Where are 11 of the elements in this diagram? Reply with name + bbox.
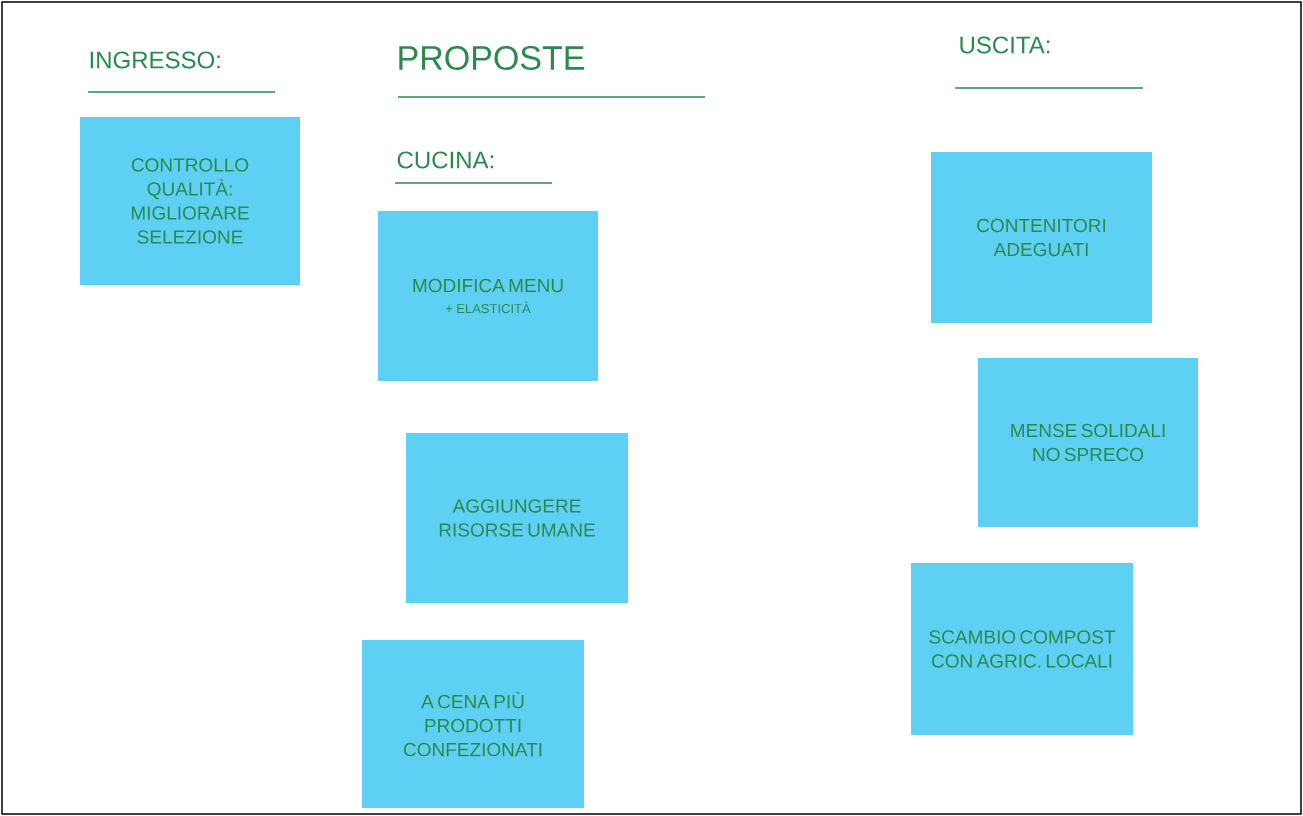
sticky-note: AGGIUNGERE RISORSE UMANE (406, 433, 628, 603)
sticky-note: CONTROLLO QUALITÀ: MIGLIORARE SELEZIONE (80, 117, 300, 285)
sticky-note: A CENA PIÙ PRODOTTI CONFEZIONATI (362, 640, 584, 808)
title: PROPOSTE (399, 45, 584, 71)
sticky-note: SCAMBIO COMPOST CON AGRIC. LOCALI (911, 563, 1133, 735)
sticky-note: CONTENITORI ADEGUATI (931, 152, 1152, 323)
sticky-note: MENSE SOLIDALI NO SPRECO (978, 358, 1198, 527)
heading: USCITA: (960, 36, 1050, 54)
heading: INGRESSO: (90, 51, 220, 69)
sticky-note: MODIFICA MENU + ELASTICITÀ (378, 211, 598, 381)
heading: CUCINA: (397, 151, 493, 169)
